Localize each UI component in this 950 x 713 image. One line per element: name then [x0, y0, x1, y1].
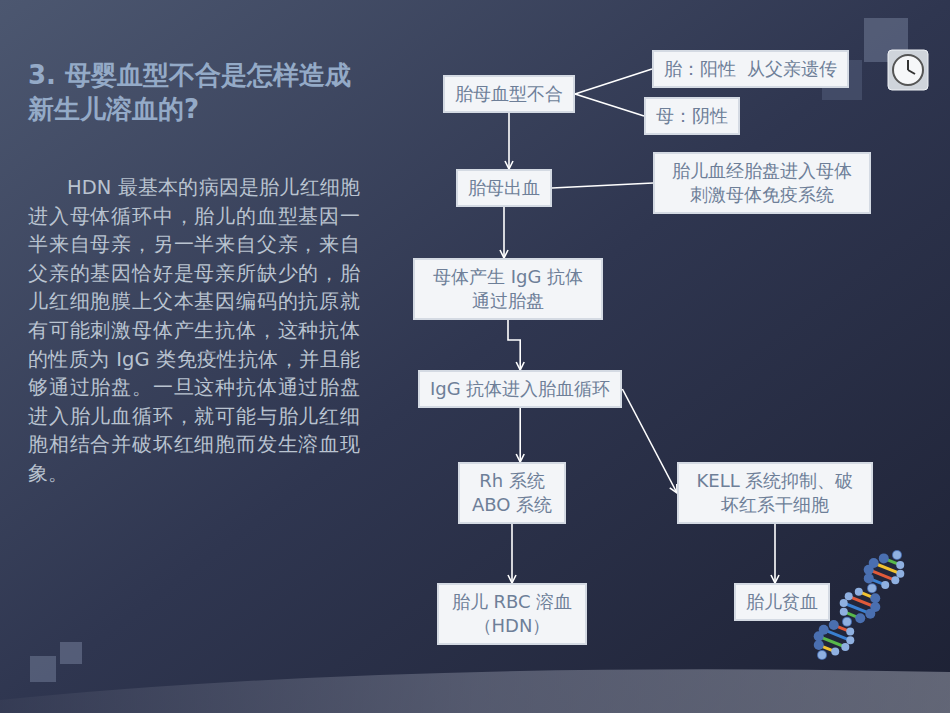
flow-connector [508, 320, 520, 370]
helix-bead [818, 651, 826, 659]
flow-connector [575, 69, 652, 94]
box-text: 胎儿贫血 [746, 590, 818, 614]
box-text: 母体产生 IgG 抗体通过胎盘 [425, 265, 591, 313]
helix-bead [892, 550, 902, 560]
process-box: KELL 系统抑制、破坏红系干细胞 [677, 462, 873, 524]
flow-connector [622, 389, 677, 493]
helix-bead [843, 618, 851, 626]
helix-bead [855, 613, 865, 623]
flow-connector [774, 524, 776, 583]
box-text: 胎：阳性 从父亲遗传 [664, 57, 837, 81]
helix-bead [879, 553, 889, 563]
process-box: 胎：阳性 从父亲遗传 [652, 50, 849, 88]
helix-bead [896, 570, 904, 578]
helix-bead [829, 620, 839, 630]
helix-bead [846, 628, 854, 636]
helix-bead [864, 573, 874, 583]
helix-bead [831, 648, 839, 656]
flow-connector [508, 113, 510, 169]
box-text: IgG 抗体进入胎血循环 [430, 377, 610, 401]
process-box: 母体产生 IgG 抗体通过胎盘 [413, 258, 603, 320]
flow-connector [519, 408, 521, 462]
helix-bead [814, 640, 824, 650]
helix-bead [846, 636, 854, 644]
box-text: 母：阴性 [656, 104, 728, 128]
helix-bead [896, 561, 904, 569]
process-box: 胎儿贫血 [734, 583, 830, 621]
process-box: 母：阴性 [644, 97, 740, 135]
helix-bead [868, 584, 876, 592]
box-text: KELL 系统抑制、破坏红系干细胞 [689, 469, 861, 517]
slide-title: 3. 母婴血型不合是怎样造成新生儿溶血的? [28, 58, 373, 126]
process-box: 胎母出血 [456, 169, 552, 207]
flow-connector [503, 207, 505, 258]
helix-bead [819, 625, 829, 635]
bottom-band [0, 669, 950, 713]
body-paragraph: HDN 最基本的病因是胎儿红细胞进入母体循环中，胎儿的血型基因一半来自母亲，另一… [28, 174, 360, 489]
box-text: Rh 系统 ABO 系统 [470, 469, 554, 517]
helix-bead [817, 650, 827, 660]
process-box: 胎母血型不合 [443, 75, 575, 113]
process-box: Rh 系统 ABO 系统 [458, 462, 566, 524]
helix-bead [842, 617, 852, 627]
flow-connector [552, 183, 653, 188]
deco-square [60, 642, 82, 664]
box-text: 胎母血型不合 [455, 82, 563, 106]
helix-bead [881, 581, 889, 589]
helix-bead [891, 576, 899, 584]
helix-bead [845, 592, 853, 600]
helix-bead [841, 643, 849, 651]
helix-bead [869, 558, 879, 568]
flow-connector [511, 524, 513, 583]
clock-icon [888, 50, 928, 90]
helix-bead [893, 551, 901, 559]
helix-bead [870, 593, 880, 603]
process-box: 胎儿血经胎盘进入母体刺激母体免疫系统 [653, 152, 871, 214]
helix-bead [855, 588, 863, 596]
box-text: 胎母出血 [468, 176, 540, 200]
deco-square [30, 656, 56, 682]
helix-bead [840, 608, 848, 616]
helix-bead [840, 599, 848, 607]
flow-connector [575, 94, 644, 116]
process-box: 胎儿 RBC 溶血 （HDN） [437, 583, 587, 645]
box-text: 胎儿血经胎盘进入母体刺激母体免疫系统 [665, 159, 859, 207]
helix-bead [867, 583, 877, 593]
helix-bead [870, 602, 880, 612]
process-box: IgG 抗体进入胎血循环 [418, 370, 622, 408]
box-text: 胎儿 RBC 溶血 （HDN） [449, 590, 575, 638]
